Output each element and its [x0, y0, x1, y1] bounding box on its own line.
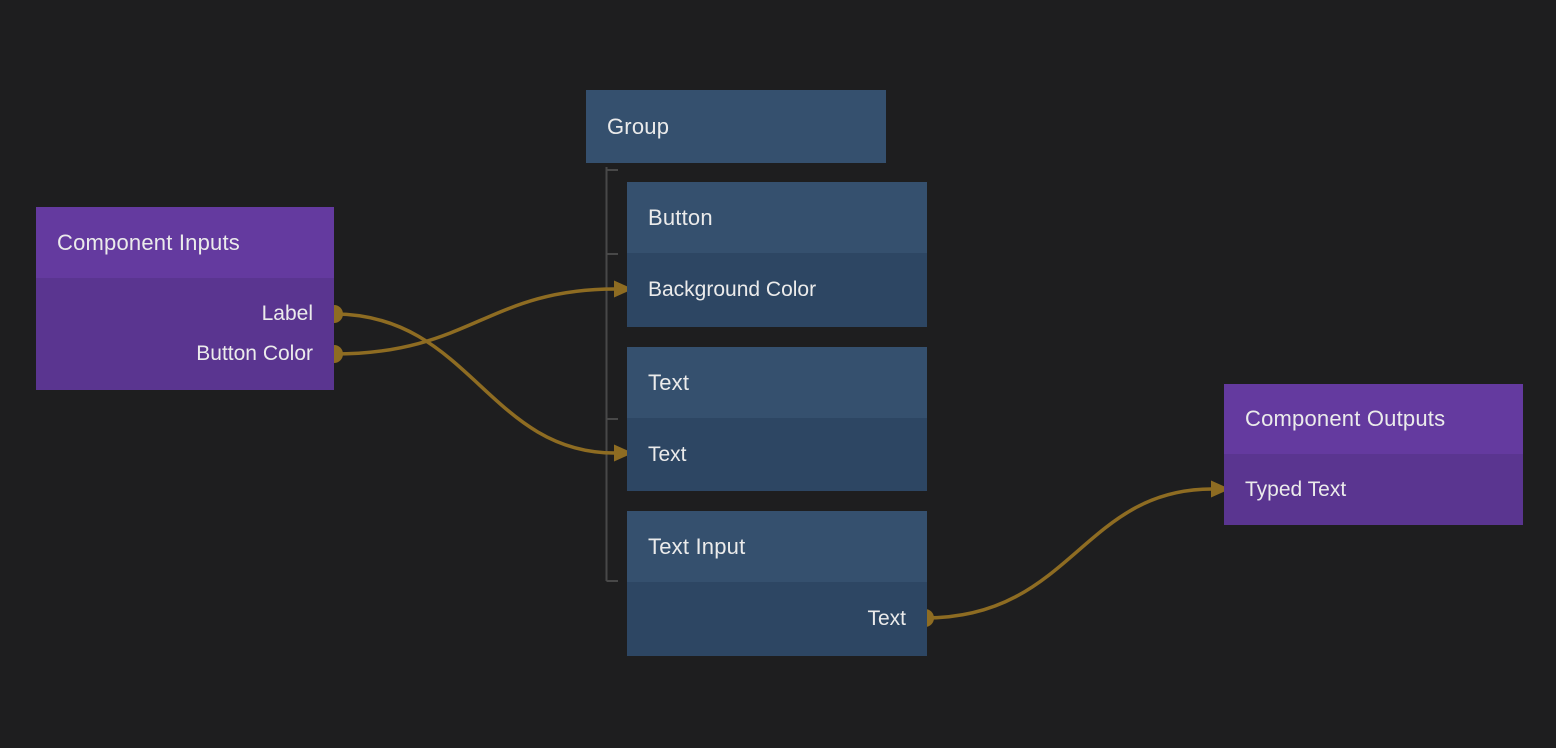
node-header[interactable]: Text Input: [627, 511, 927, 582]
node-title: Text Input: [648, 533, 746, 559]
wire-label-to-text[interactable]: [333, 312, 616, 455]
node-component-inputs[interactable]: Component Inputs Label Button Color: [36, 207, 334, 390]
node-title: Component Outputs: [1245, 406, 1446, 431]
port-label: Background Color: [648, 278, 817, 301]
port-label: Label: [261, 302, 313, 325]
wire-buttoncolor-to-backgroundcolor[interactable]: [333, 287, 616, 356]
node-title: Button: [648, 204, 713, 230]
node-title: Text: [648, 369, 690, 395]
node-header[interactable]: Button: [627, 182, 927, 253]
node-button[interactable]: Button Background Color: [627, 182, 927, 327]
node-header[interactable]: Group: [586, 90, 886, 163]
wire-arrowhead-background-color: [614, 280, 633, 298]
port-label: Typed Text: [1245, 477, 1347, 501]
node-body: Label Button Color: [36, 278, 334, 390]
node-group[interactable]: Group: [586, 90, 886, 163]
port-label: Button Color: [196, 342, 313, 365]
port-input-text[interactable]: Text: [627, 435, 927, 475]
node-text-input[interactable]: Text Input Text: [627, 511, 927, 656]
port-label: Text: [648, 442, 687, 466]
node-title: Group: [607, 113, 670, 139]
port-input-typed-text[interactable]: Typed Text: [1224, 470, 1523, 510]
node-component-outputs[interactable]: Component Outputs Typed Text: [1224, 384, 1523, 525]
node-title: Component Inputs: [57, 229, 240, 255]
node-body: Text: [627, 582, 927, 656]
group-tree-line: [605, 167, 618, 582]
port-output-text[interactable]: Text: [627, 599, 927, 639]
port-output-button-color[interactable]: Button Color: [36, 334, 334, 374]
node-body: Typed Text: [1224, 454, 1523, 525]
wire-text-to-typedtext[interactable]: [924, 487, 1213, 620]
node-body: Background Color: [627, 253, 927, 327]
node-text[interactable]: Text Text: [627, 347, 927, 491]
wire-arrowhead-text: [614, 444, 633, 462]
node-body: Text: [627, 418, 927, 491]
wire-arrowhead-typed-text: [1211, 480, 1230, 498]
port-input-background-color[interactable]: Background Color: [627, 270, 927, 310]
node-header[interactable]: Component Inputs: [36, 207, 334, 278]
port-output-label[interactable]: Label: [36, 294, 334, 334]
node-header[interactable]: Text: [627, 347, 927, 418]
node-header[interactable]: Component Outputs: [1224, 384, 1523, 454]
port-label: Text: [867, 607, 906, 630]
